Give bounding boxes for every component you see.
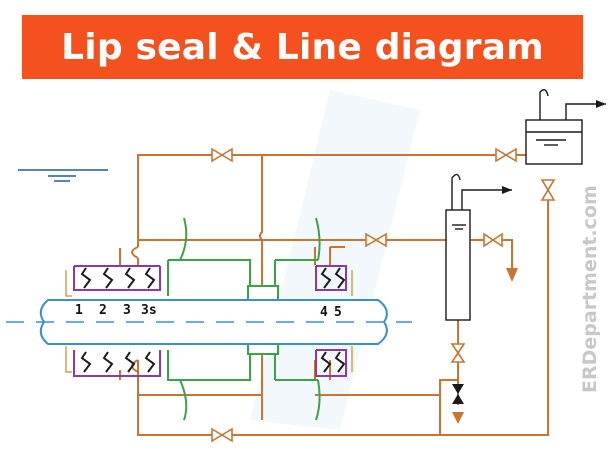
valve-black-icon [452, 384, 464, 404]
valve-tank-out-icon [540, 179, 556, 201]
title-banner: Lip seal & Line diagram [22, 15, 583, 79]
shaft [6, 299, 412, 345]
valve-mid-icon [365, 232, 387, 248]
seal-label-3: 3 [123, 303, 131, 318]
valve-cooler-out-icon [483, 232, 503, 248]
tank-inlet-arrow-icon [596, 100, 606, 108]
seal-label-4: 4 [320, 305, 328, 320]
valve-cooler-low-icon [450, 343, 466, 363]
seal-label-1: 1 [75, 303, 83, 318]
water-level-symbol [18, 169, 108, 182]
outlet-arrow-icon [506, 268, 518, 282]
header-tank [525, 89, 606, 165]
drain-arrow-icon [452, 412, 464, 424]
lip-seals [80, 267, 346, 373]
cooler-inlet-arrow-icon [502, 186, 512, 194]
coupling-top [247, 285, 279, 301]
valve-top-left-icon [211, 147, 233, 163]
cooler-column [445, 173, 512, 321]
seal-label-3s: 3s [141, 303, 157, 318]
valves [211, 147, 556, 443]
seal-housing-outline [65, 270, 353, 373]
valve-bottom-icon [211, 427, 233, 443]
page-title: Lip seal & Line diagram [61, 26, 544, 68]
valve-top-right-icon [495, 147, 517, 163]
seal-label-5: 5 [334, 305, 342, 320]
seal-housing [73, 265, 347, 377]
seal-label-2: 2 [99, 303, 107, 318]
gland-lines [167, 217, 321, 421]
